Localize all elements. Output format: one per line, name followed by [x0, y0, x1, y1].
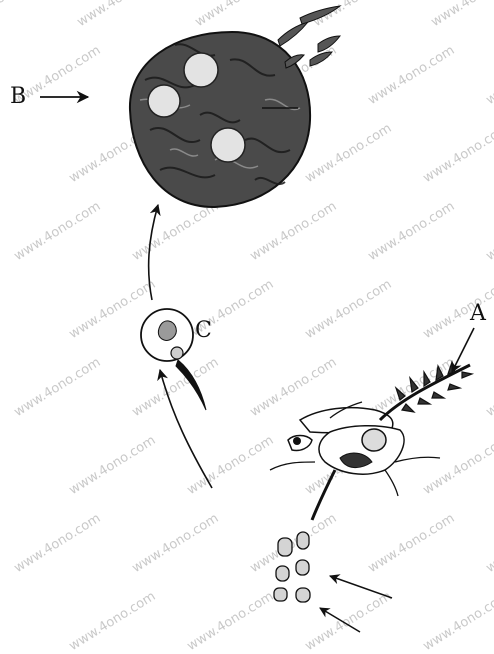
host-leg — [395, 457, 440, 462]
host-leg — [270, 462, 315, 470]
host-leg — [385, 470, 398, 496]
egg — [278, 538, 292, 556]
egg — [296, 560, 309, 575]
structure-b-outline — [130, 32, 310, 207]
label-b: B — [10, 86, 26, 108]
label-a: A — [470, 303, 486, 325]
structure-a — [380, 362, 472, 420]
nucleus — [211, 128, 245, 162]
nucleus — [148, 85, 180, 117]
arrow-to-a — [452, 328, 474, 372]
label-c: C — [195, 320, 212, 342]
structure-c-granule — [171, 347, 183, 359]
arrow-to-eggs-upper — [330, 576, 392, 598]
egg — [276, 566, 289, 581]
egg — [274, 588, 287, 601]
egg — [297, 532, 309, 549]
structure-c-nucleus — [158, 321, 176, 340]
arrow-c-to-b — [149, 205, 158, 300]
egg — [296, 588, 310, 602]
egg-cluster — [274, 532, 310, 602]
arrow-to-c — [160, 370, 212, 488]
host-tube — [312, 470, 335, 520]
arrow-to-eggs-lower — [320, 608, 360, 632]
structure-c-tail — [176, 360, 206, 410]
host-eye — [293, 437, 301, 445]
structure-b — [130, 6, 340, 207]
nucleus — [184, 53, 218, 87]
host-segment — [362, 429, 386, 451]
host-organism — [270, 362, 472, 520]
